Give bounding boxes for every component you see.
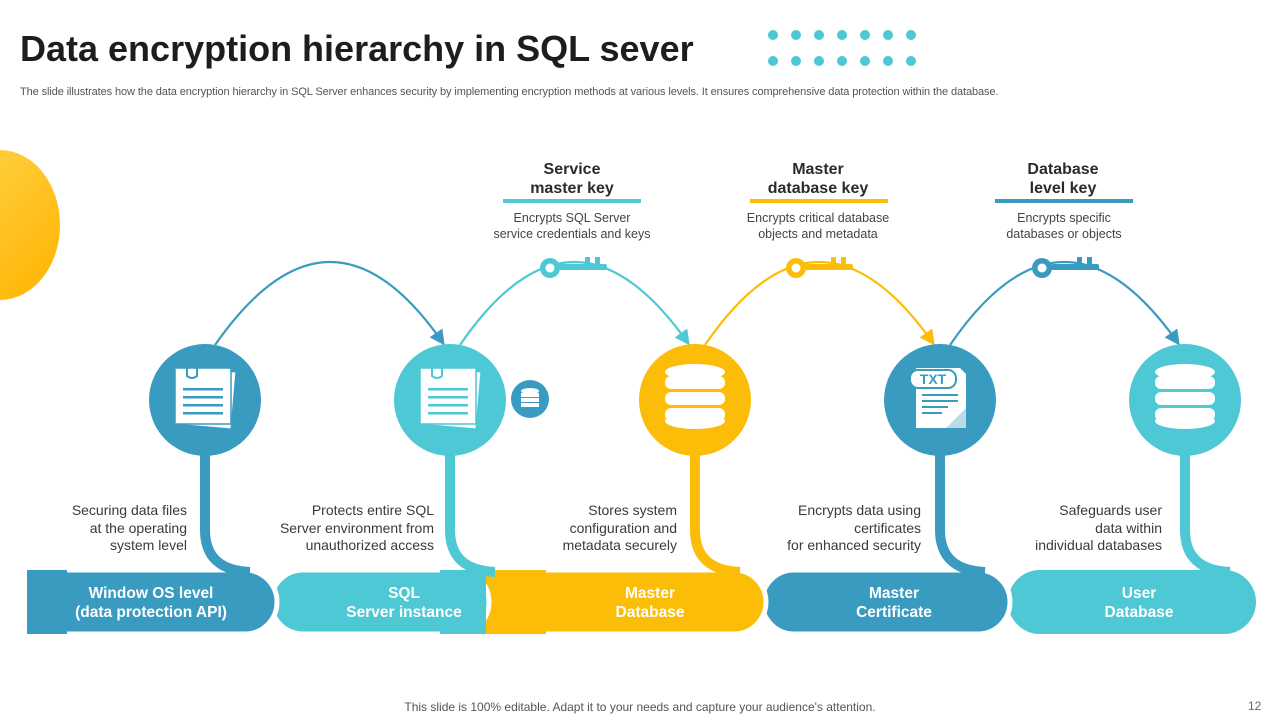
database-icon [511, 380, 549, 418]
stage-desc-os-level: Securing data files at the operating sys… [71, 502, 187, 553]
arrow-arc [949, 261, 1180, 346]
band-label-os-level: Window OS level (data protection API) [75, 585, 227, 621]
dot-grid [768, 30, 916, 66]
key-desc-database-level: Encrypts specific databases or objects [1006, 211, 1122, 241]
band-sql-server-instance-right [440, 570, 486, 634]
database-icon [1155, 364, 1215, 429]
band-label-user-database: User Database [1104, 585, 1174, 621]
connector [200, 450, 251, 577]
arrow-arc [459, 261, 690, 346]
band-user-database [1008, 570, 1256, 634]
document-icon [174, 358, 236, 429]
key-title-master-database: Master database key [767, 161, 869, 197]
connector [1180, 450, 1231, 577]
key-underline [995, 199, 1133, 203]
page-subtitle: The slide illustrates how the data encry… [20, 86, 999, 98]
connector [935, 450, 986, 577]
key-icon [1032, 257, 1099, 278]
key-title-database-level: Database level key [1027, 161, 1099, 197]
footer-text: This slide is 100% editable. Adapt it to… [404, 700, 876, 714]
page-number: 12 [1248, 699, 1262, 713]
band-label-master-certificate: Master Certificate [856, 585, 932, 621]
band-master-database-left [486, 570, 546, 634]
stage-desc-master-database: Stores system configuration and metadata… [562, 502, 677, 553]
key-title-service-master: Service master key [530, 161, 614, 197]
connector [690, 450, 741, 577]
key-desc-master-database: Encrypts critical database objects and m… [746, 211, 890, 241]
svg-text:TXT: TXT [920, 371, 947, 387]
page-title: Data encryption hierarchy in SQL sever [20, 28, 694, 69]
stage-desc-master-certificate: Encrypts data using certificates for enh… [787, 502, 921, 553]
arrow-arc [704, 261, 935, 346]
database-icon [665, 364, 725, 429]
connector [445, 450, 496, 577]
stage-desc-user-database: Safeguards user data within individual d… [1035, 502, 1162, 553]
stage-desc-sql-instance: Protects entire SQL Server environment f… [279, 502, 434, 553]
document-icon [419, 358, 481, 429]
band-label-sql-instance: SQL Server instance [346, 585, 462, 621]
key-underline [750, 199, 888, 203]
band-label-master-database: Master Database [615, 585, 685, 621]
band-window-os-level-left [27, 570, 67, 634]
arrow-arc [214, 261, 445, 346]
key-desc-service-master: Encrypts SQL Server service credentials … [493, 211, 651, 241]
key-icon [540, 257, 607, 278]
key-underline [503, 199, 641, 203]
key-icon [786, 257, 853, 278]
txt-file-icon: TXT [909, 368, 966, 428]
